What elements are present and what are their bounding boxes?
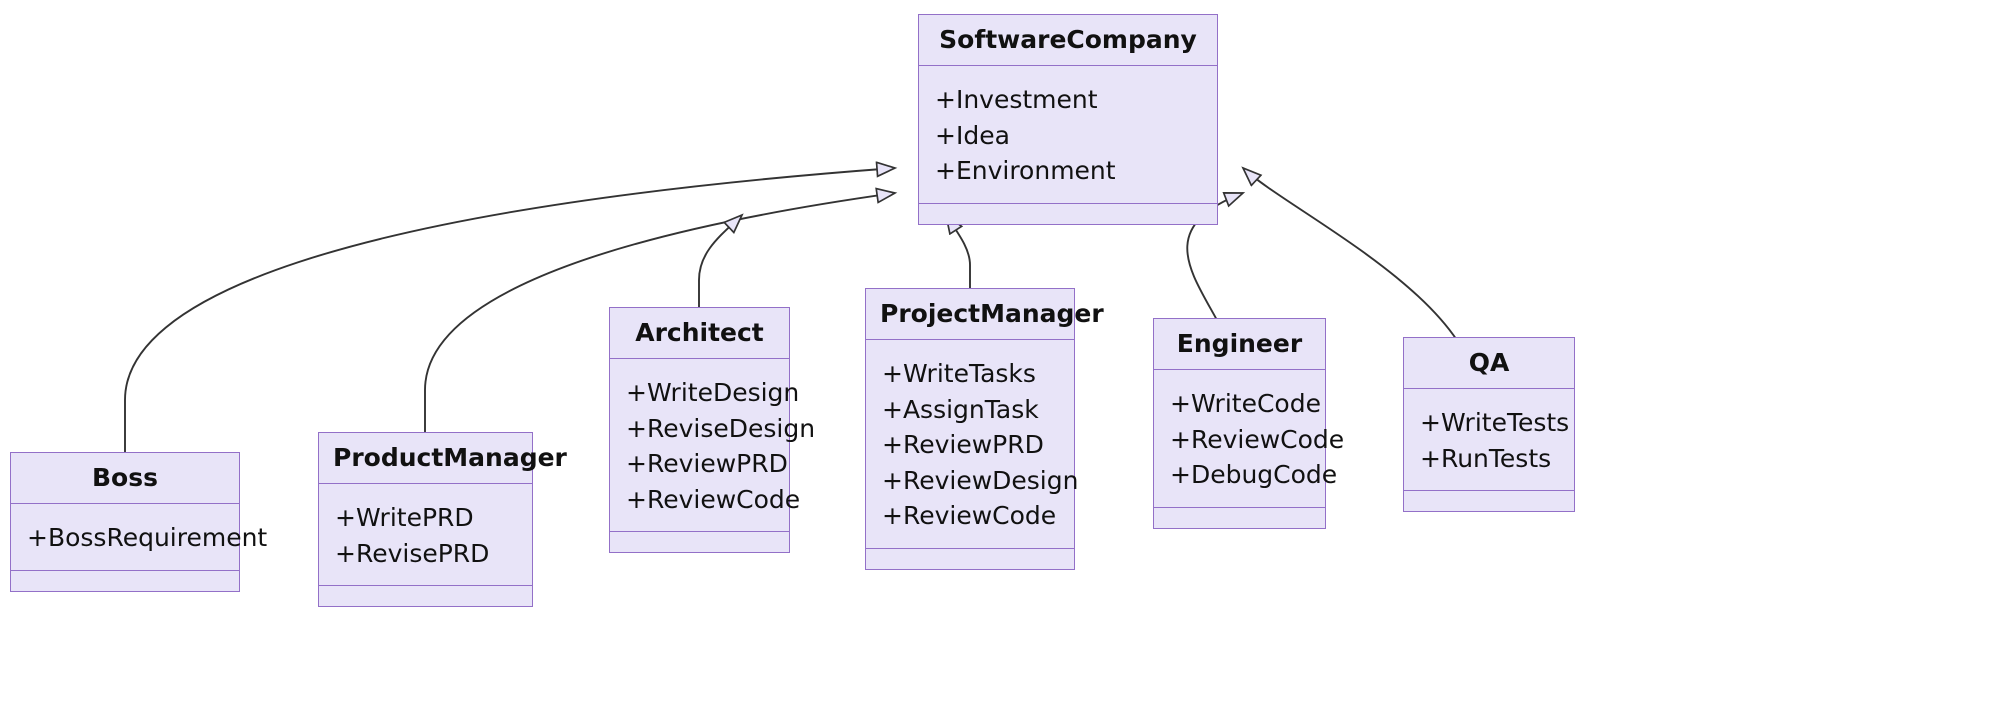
class-title-engineer: Engineer (1154, 319, 1325, 370)
class-member: +BossRequirement (27, 523, 268, 552)
class-member: +WriteTests (1420, 408, 1570, 437)
class-title-boss: Boss (11, 453, 239, 504)
class-node-project-manager[interactable]: ProjectManager +WriteTasks +AssignTask +… (865, 288, 1104, 570)
class-title-product-manager: ProductManager (319, 433, 567, 484)
class-members-project-manager: +WriteTasks +AssignTask +ReviewPRD +Revi… (866, 340, 1079, 549)
class-node-qa[interactable]: QA +WriteTests +RunTests (1403, 337, 1575, 512)
class-methods-qa (1404, 491, 1574, 511)
class-methods-software-company (919, 204, 1217, 224)
class-member: +Idea (935, 120, 1010, 150)
class-methods-boss (11, 571, 239, 591)
class-member: +ReviewPRD (626, 449, 788, 478)
class-methods-engineer (1154, 508, 1325, 528)
class-title-architect: Architect (610, 308, 789, 359)
class-node-product-manager[interactable]: ProductManager +WritePRD +RevisePRD (318, 432, 567, 607)
class-member: +RevisePRD (335, 538, 490, 568)
class-methods-architect (610, 532, 789, 552)
class-members-product-manager: +WritePRD +RevisePRD (319, 484, 532, 586)
class-title-qa: QA (1404, 338, 1574, 389)
class-member: +Investment (935, 85, 1098, 114)
class-member: +ReviewCode (882, 501, 1057, 530)
class-member: +ReviseDesign (626, 413, 816, 443)
class-methods-product-manager (319, 586, 532, 606)
edge-projectmanager-to-softwarecompany (946, 215, 971, 288)
class-member: +ReviewCode (1170, 424, 1345, 454)
class-member: +WritePRD (335, 503, 474, 532)
class-member: +Environment (935, 156, 1116, 185)
class-member: +ReviewCode (626, 484, 801, 514)
class-member: +WriteTasks (882, 359, 1036, 388)
class-node-architect[interactable]: Architect +WriteDesign +ReviseDesign +Re… (609, 307, 816, 553)
class-member: +AssignTask (882, 394, 1039, 424)
class-member: +RunTests (1420, 443, 1552, 473)
class-member: +DebugCode (1170, 460, 1338, 489)
class-methods-project-manager (866, 549, 1074, 569)
class-members-architect: +WriteDesign +ReviseDesign +ReviewPRD +R… (610, 359, 816, 532)
class-title-project-manager: ProjectManager (866, 289, 1104, 340)
class-member: +ReviewDesign (882, 465, 1079, 495)
edge-architect-to-softwarecompany (698, 215, 742, 307)
class-members-qa: +WriteTests +RunTests (1404, 389, 1574, 491)
class-members-boss: +BossRequirement (11, 504, 268, 571)
class-members-engineer: +WriteCode +ReviewCode +DebugCode (1154, 370, 1345, 508)
class-node-boss[interactable]: Boss +BossRequirement (10, 452, 268, 592)
class-node-software-company[interactable]: SoftwareCompany +Investment +Idea +Envir… (918, 14, 1218, 225)
class-node-engineer[interactable]: Engineer +WriteCode +ReviewCode +DebugCo… (1153, 318, 1345, 529)
class-member: +ReviewPRD (882, 430, 1044, 459)
class-members-software-company: +Investment +Idea +Environment (919, 66, 1217, 204)
class-member: +WriteCode (1170, 389, 1321, 418)
class-title-software-company: SoftwareCompany (919, 15, 1217, 66)
class-member: +WriteDesign (626, 378, 800, 407)
